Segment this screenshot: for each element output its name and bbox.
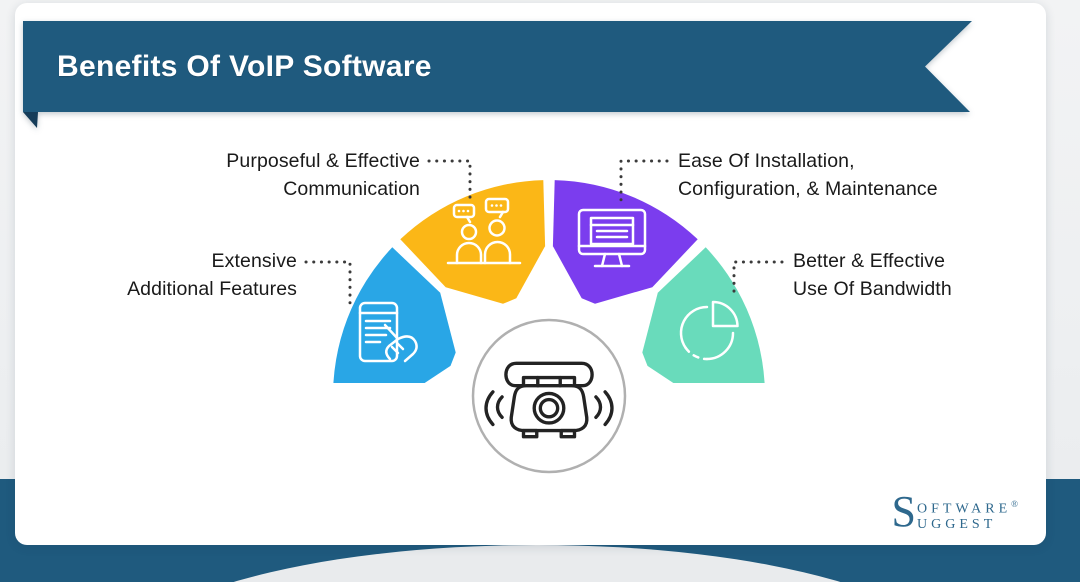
label-ease-of-installation: Ease Of Installation, Configuration, & M…: [678, 147, 938, 203]
connector-better: [732, 260, 784, 298]
pie-chart-icon: [679, 300, 739, 361]
label-line: Use Of Bandwidth: [793, 278, 952, 300]
monitor-icon: [577, 208, 647, 268]
segment-extensive-additional-features: [333, 247, 456, 383]
dotted-connectors: [304, 159, 784, 305]
touch-form-icon: [358, 301, 418, 363]
segment-purposeful-effective-communication: [400, 180, 546, 304]
label-better-use-of-bandwidth: Better & Effective Use Of Bandwidth: [793, 247, 952, 303]
logo-word-bottom: UGGEST: [917, 516, 997, 532]
logo-word-top: OFTWARE®: [917, 499, 1018, 517]
label-line: Additional Features: [127, 278, 297, 300]
people-chat-icon: [446, 197, 522, 265]
connector-purposeful: [427, 159, 472, 206]
telephone-icon: [484, 361, 614, 439]
ribbon-banner-shape: [23, 21, 972, 112]
segment-better-effective-use-of-bandwidth: [642, 247, 765, 383]
logo-initial: S: [891, 487, 917, 536]
label-line: Better & Effective: [793, 250, 946, 272]
label-line: Ease Of Installation,: [678, 150, 855, 172]
label-purposeful-effective-communication: Purposeful & Effective Communication: [226, 147, 420, 203]
label-line: Configuration, & Maintenance: [678, 178, 938, 200]
softwaresuggest-logo: S OFTWARE® UGGEST: [891, 487, 1018, 536]
label-extensive-additional-features: Extensive Additional Features: [127, 247, 297, 303]
registered-mark: ®: [1011, 499, 1018, 509]
bottom-gray-curve: [233, 545, 841, 582]
connector-ease: [619, 159, 669, 202]
label-line: Extensive: [211, 250, 297, 272]
connector-extensive: [304, 260, 352, 305]
sound-wave-icon: [484, 390, 614, 427]
label-line: Communication: [283, 178, 420, 200]
page-title: Benefits Of VoIP Software: [57, 50, 432, 83]
title-ribbon: [23, 21, 972, 128]
label-line: Purposeful & Effective: [226, 150, 420, 172]
ribbon-fold-triangle: [23, 112, 38, 128]
center-circle: [471, 318, 627, 474]
